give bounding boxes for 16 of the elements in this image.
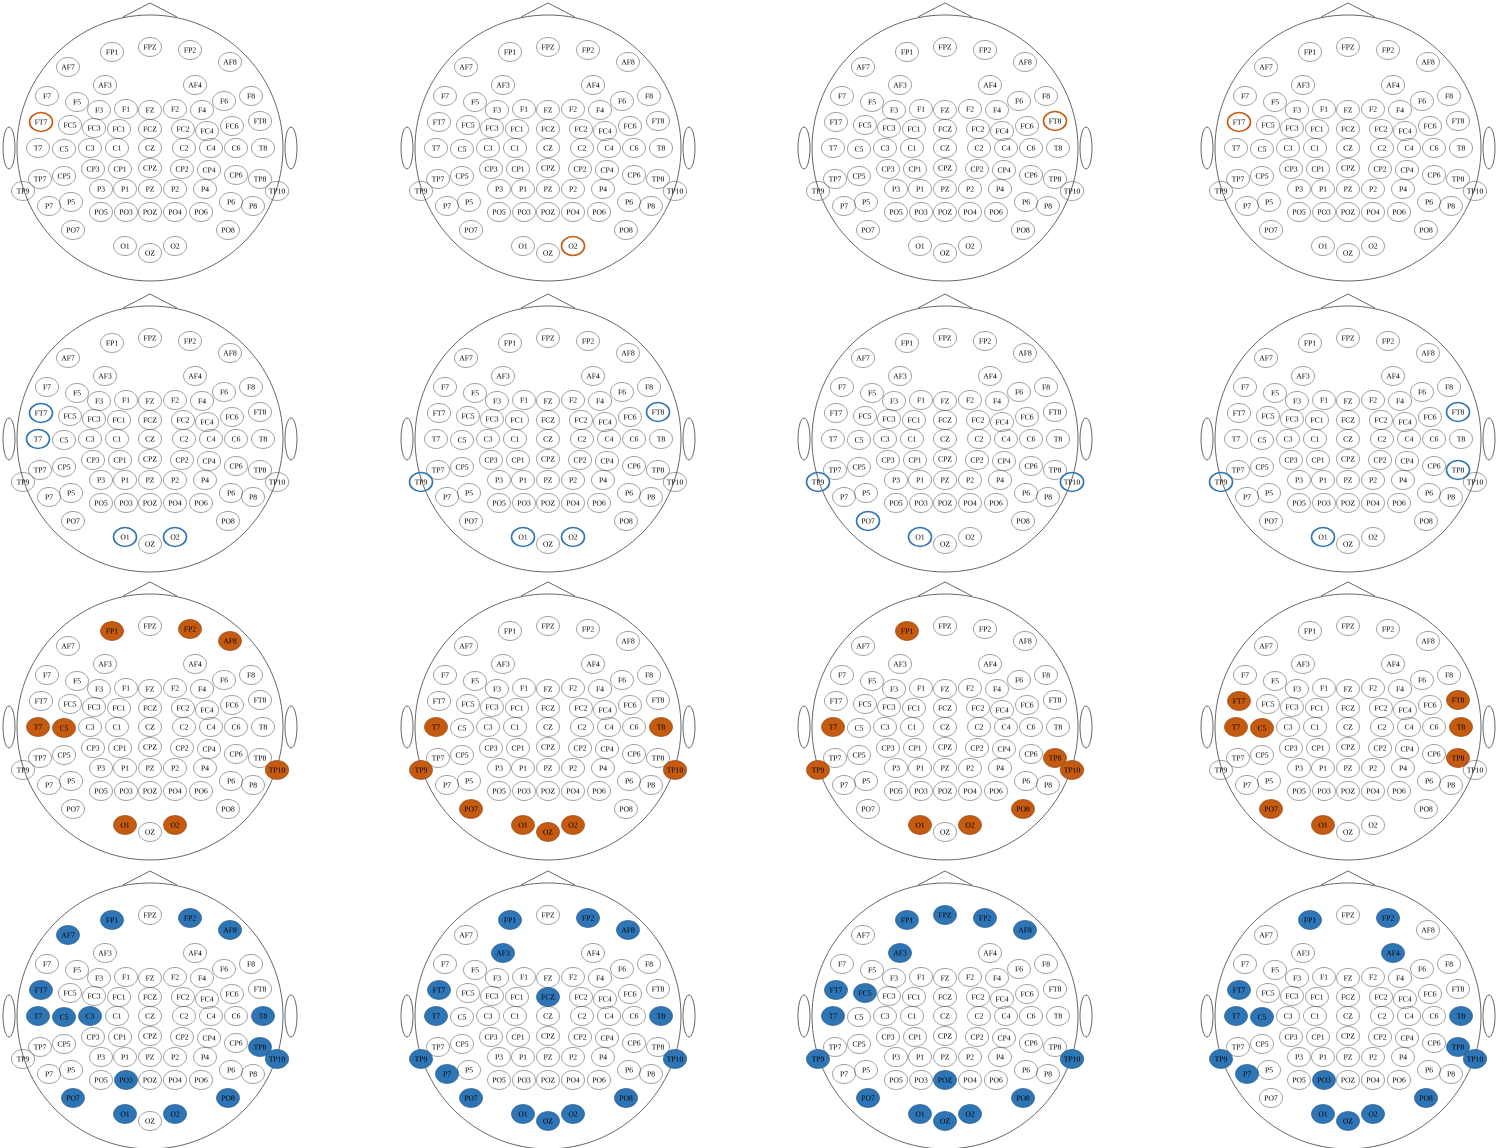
head-outline bbox=[1200, 870, 1496, 1148]
head-outline bbox=[1200, 293, 1496, 573]
head-outline bbox=[797, 870, 1093, 1148]
head-outline bbox=[1200, 2, 1496, 282]
head-outline bbox=[2, 581, 298, 861]
head-outline bbox=[400, 293, 696, 573]
head-outline bbox=[1200, 581, 1496, 861]
head-outline bbox=[2, 293, 298, 573]
head-outline bbox=[797, 293, 1093, 573]
head-outline bbox=[2, 870, 298, 1148]
head-outline bbox=[797, 581, 1093, 861]
head-outline bbox=[400, 870, 696, 1148]
head-outline bbox=[400, 581, 696, 861]
head-outline bbox=[2, 2, 298, 282]
head-outline bbox=[400, 2, 696, 282]
head-outline bbox=[797, 2, 1093, 282]
